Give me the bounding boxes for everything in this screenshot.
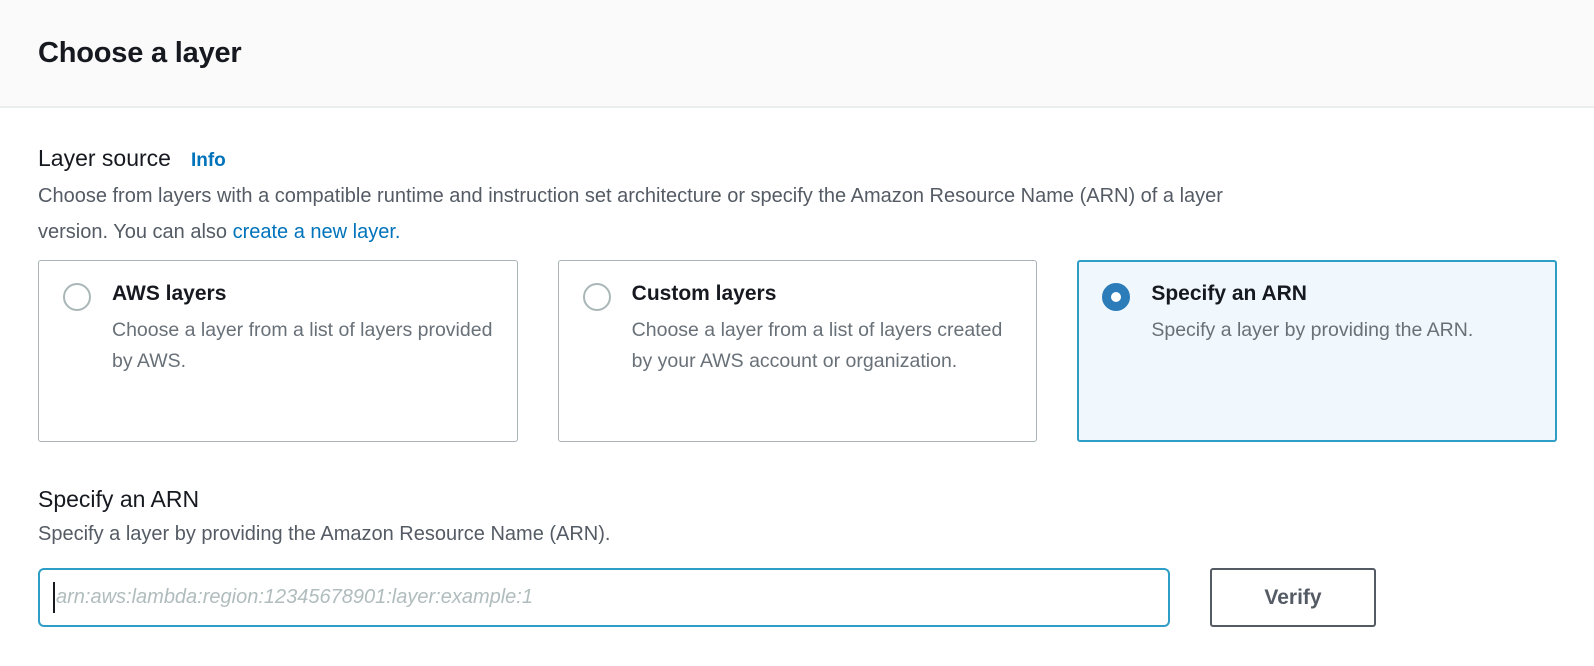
option-card-aws-layers[interactable]: AWS layers Choose a layer from a list of… [38, 260, 518, 442]
arn-input-row: Verify [38, 568, 1557, 627]
radio-unselected-icon[interactable] [582, 283, 611, 311]
layer-source-label-row: Layer source Info [38, 145, 1557, 172]
specify-arn-heading: Specify an ARN [38, 486, 200, 512]
layer-source-options: AWS layers Choose a layer from a list of… [38, 260, 1558, 442]
option-description: Specify a layer by providing the ARN. [1151, 319, 1474, 341]
option-title: Custom layers [631, 282, 777, 305]
specify-arn-description: Specify a layer by providing the Amazon … [38, 523, 611, 545]
arn-input[interactable] [38, 568, 1170, 627]
text-cursor [53, 582, 55, 613]
radio-selected-icon[interactable] [1102, 283, 1131, 311]
choose-layer-panel: Layer source Info Choose from layers wit… [0, 145, 1594, 627]
verify-button[interactable]: Verify [1210, 568, 1376, 627]
create-new-layer-link[interactable]: create a new layer. [232, 221, 401, 243]
option-title: AWS layers [112, 282, 227, 305]
layer-source-label: Layer source [38, 145, 171, 171]
layer-source-description-line1: Choose from layers with a compatible run… [38, 185, 1223, 207]
radio-unselected-icon[interactable] [63, 283, 91, 311]
option-title: Specify an ARN [1151, 282, 1307, 305]
info-link[interactable]: Info [190, 150, 226, 171]
option-description: Choose a layer from a list of layers cre… [631, 319, 1003, 372]
layer-source-description: Choose from layers with a compatible run… [38, 178, 1557, 250]
arn-input-wrap [38, 568, 1170, 627]
panel-header: Choose a layer [0, 0, 1594, 108]
layer-source-description-line2: version. You can also [38, 221, 233, 243]
option-description: Choose a layer from a list of layers pro… [112, 319, 493, 372]
option-card-specify-arn[interactable]: Specify an ARN Specify a layer by provid… [1077, 260, 1558, 442]
page-title: Choose a layer [38, 36, 242, 69]
option-card-custom-layers[interactable]: Custom layers Choose a layer from a list… [557, 260, 1038, 442]
